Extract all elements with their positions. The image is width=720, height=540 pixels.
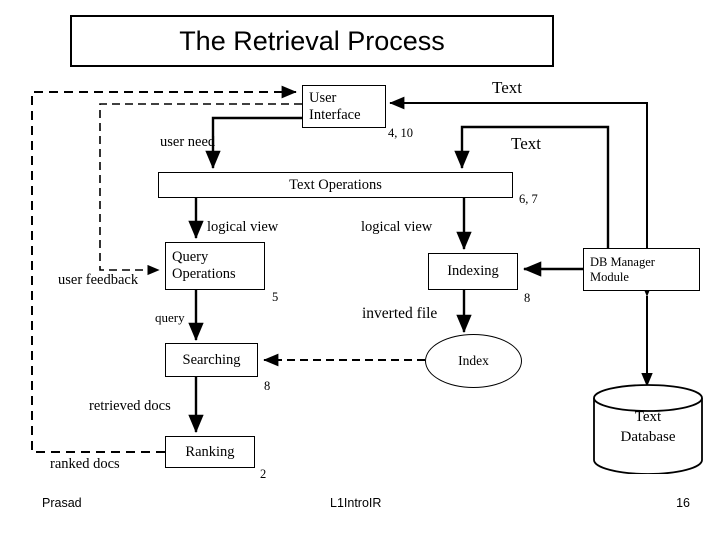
label-inverted-file: inverted file <box>362 305 438 322</box>
label-retrieved-docs: retrieved docs <box>89 398 171 414</box>
node-indexing[interactable]: Indexing <box>428 253 518 290</box>
node-index[interactable]: Index <box>425 334 522 388</box>
slide-footer: Prasad L1IntroIR 16 <box>0 496 720 514</box>
label-query: query <box>155 310 185 325</box>
label-user-feedback: user feedback <box>58 272 139 288</box>
node-query-operations-line1: Query <box>172 249 209 266</box>
label-user-need: user need <box>160 134 216 150</box>
step-number-user-interface: 4, 10 <box>388 126 413 140</box>
step-number-ranking: 2 <box>260 467 267 481</box>
node-query-operations[interactable]: Query Operations <box>165 242 265 290</box>
node-searching-label: Searching <box>182 351 241 368</box>
label-ranked-docs: ranked docs <box>50 456 120 472</box>
node-db-manager-line1: DB Manager <box>590 255 655 270</box>
step-number-query-operations: 5 <box>272 290 279 304</box>
node-searching[interactable]: Searching <box>165 343 258 377</box>
label-text-right: Text <box>511 134 541 153</box>
node-text-operations-label: Text Operations <box>289 176 382 193</box>
node-db-manager-module[interactable]: DB Manager Module <box>583 248 700 291</box>
page-title: The Retrieval Process <box>179 25 445 56</box>
footer-author: Prasad <box>42 496 82 510</box>
node-query-operations-line2: Operations <box>172 266 236 282</box>
step-number-indexing: 8 <box>524 291 531 305</box>
node-user-interface[interactable]: User Interface <box>302 85 386 128</box>
label-logical-view-right: logical view <box>361 219 433 235</box>
edge-text-to-operations <box>454 125 610 248</box>
node-text-database-line1: Text <box>634 409 662 425</box>
edge-user-need <box>205 116 302 169</box>
label-text-top: Text <box>492 78 522 97</box>
node-text-database-label: Text Database <box>592 408 704 447</box>
node-ranking-label: Ranking <box>185 443 235 460</box>
node-db-manager-line2: Module <box>590 269 629 284</box>
edge-user-feedback <box>99 103 302 276</box>
label-logical-view-left: logical view <box>207 219 279 235</box>
footer-page-number: 16 <box>676 496 690 510</box>
node-user-interface-line1: User <box>309 89 337 106</box>
node-user-interface-line2: Interface <box>309 106 361 123</box>
edge-text-to-user-interface <box>389 96 648 248</box>
node-text-database-line2: Database <box>620 428 676 445</box>
node-text-operations[interactable]: Text Operations <box>158 172 513 198</box>
node-text-database[interactable] <box>592 384 704 474</box>
node-ranking[interactable]: Ranking <box>165 436 255 468</box>
step-number-searching: 8 <box>264 379 271 393</box>
title-frame <box>70 15 554 67</box>
footer-course: L1IntroIR <box>330 496 382 510</box>
node-index-label: Index <box>458 353 489 368</box>
node-indexing-label: Indexing <box>447 263 499 280</box>
step-number-text-operations: 6, 7 <box>519 192 538 206</box>
edge-ranked-docs-feedback <box>31 85 297 453</box>
